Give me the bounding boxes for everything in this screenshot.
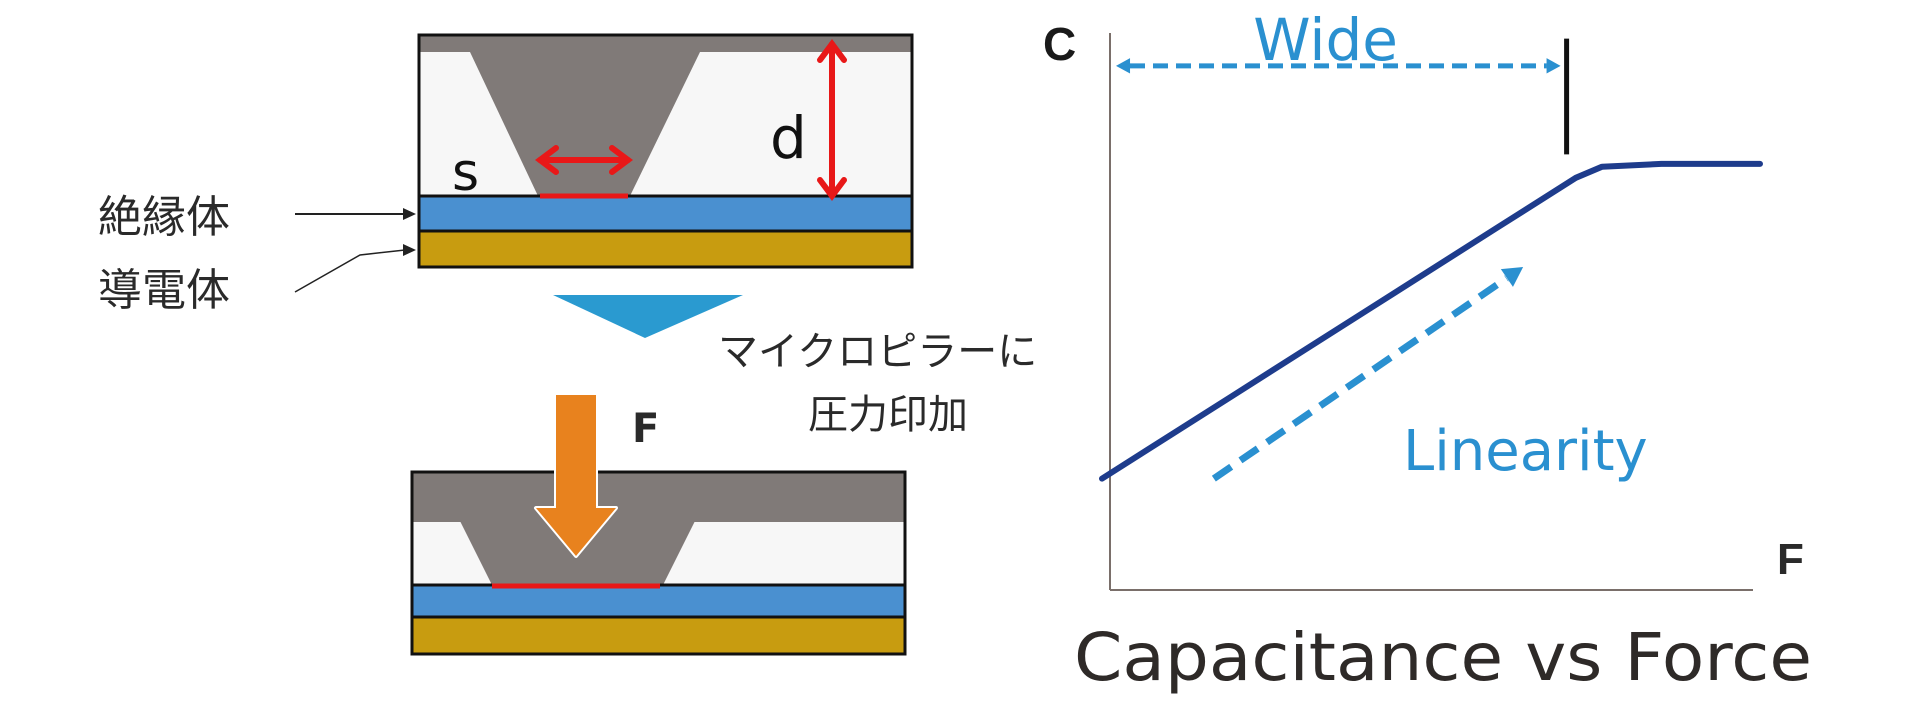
wide-annotation-label: Wide — [1253, 6, 1398, 74]
conductor-layer — [419, 231, 912, 267]
arrowhead-icon — [403, 208, 416, 220]
arrowhead-icon — [1116, 58, 1131, 74]
conductor-layer — [412, 617, 905, 654]
process-text-line2: 圧力印加 — [808, 392, 968, 438]
process-text-line1: マイクロピラーに — [718, 329, 1037, 375]
arrowhead-icon — [1500, 266, 1524, 287]
top-electrode — [412, 472, 905, 522]
arrowhead-icon — [403, 244, 416, 256]
linearity-annotation-label: Linearity — [1403, 419, 1648, 484]
diagram-frame — [410, 470, 907, 656]
wide-range-arrow — [1116, 58, 1561, 74]
conductor-leader — [294, 249, 406, 293]
s-label: s — [452, 143, 479, 203]
layer-callouts: 絶縁体 導電体 — [98, 192, 416, 316]
linearity-arrow — [1211, 266, 1524, 482]
d-label: d — [770, 104, 807, 172]
force-arrow-icon — [534, 393, 618, 558]
conductor-label: 導電体 — [98, 265, 230, 316]
diagram-pressed — [410, 470, 907, 656]
insulator-layer — [412, 585, 905, 617]
diagram-unpressed: s d — [417, 33, 914, 269]
d-height-arrow — [817, 39, 847, 201]
chart-title: Capacitance vs Force — [1074, 619, 1812, 696]
dashed-shaft — [1211, 275, 1509, 482]
s-width-arrow — [535, 145, 633, 175]
y-axis-label: C — [1043, 18, 1076, 70]
top-electrode — [419, 35, 912, 52]
diagram-frame — [417, 33, 914, 269]
capacitance-force-chart: C F Wide Linearity Capacitance vs Force — [1043, 6, 1812, 696]
x-axis-label: F — [1777, 535, 1804, 584]
step-down-arrow-icon — [553, 295, 743, 338]
insulator-layer — [419, 196, 912, 231]
arrowhead-icon — [1546, 58, 1561, 74]
micropillar — [470, 52, 700, 196]
force-label: F — [632, 406, 659, 452]
series-line-capacitance — [1099, 160, 1763, 482]
insulator-label: 絶縁体 — [98, 192, 230, 243]
